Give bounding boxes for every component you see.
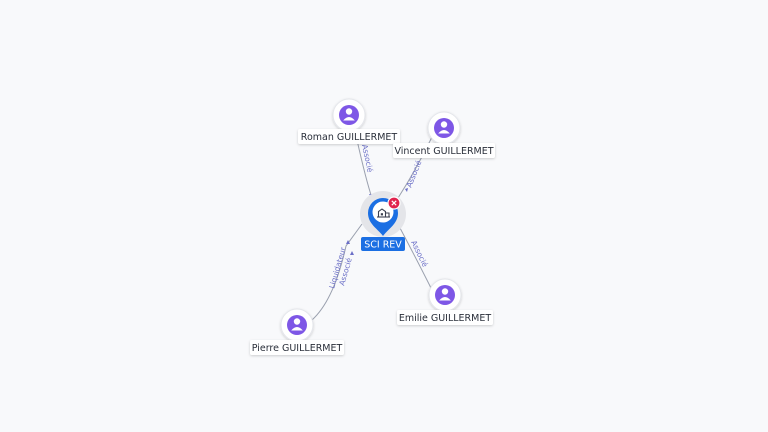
person-icon [287,315,307,335]
person-icon [434,118,454,138]
node-emilie[interactable]: Emilie GUILLERMET [397,278,493,325]
node-vincent-label-bg [393,143,495,158]
arrow-vincent [405,188,408,192]
node-center[interactable]: SCI REV [360,191,406,251]
node-pierre[interactable]: Pierre GUILLERMET [250,308,344,355]
person-icon [339,105,359,125]
node-roman[interactable]: Roman GUILLERMET [298,98,400,144]
node-pierre-label-bg [250,340,344,355]
building-icon [377,208,390,218]
edge-pierre [311,223,363,321]
edge-label-vincent: Associé [405,159,424,189]
arrow-pierre [346,240,350,244]
edge-label-roman: Associé [360,144,375,174]
node-pierre-label: Pierre GUILLERMET [252,343,343,354]
edge-emilie [399,227,433,291]
node-emilie-label-bg [397,310,493,325]
center-label-bg [361,237,405,251]
node-vincent-label: Vincent GUILLERMET [394,146,493,157]
close-icon[interactable] [387,196,401,210]
center-label: SCI REV [364,240,402,251]
node-emilie-label: Emilie GUILLERMET [399,313,492,324]
node-roman-label-bg [298,129,400,144]
arrow-pierre-2 [350,251,354,255]
node-roman-label: Roman GUILLERMET [301,132,398,143]
node-vincent[interactable]: Vincent GUILLERMET [393,111,495,158]
person-icon [435,285,455,305]
edge-label-emilie: Associé [409,239,430,269]
